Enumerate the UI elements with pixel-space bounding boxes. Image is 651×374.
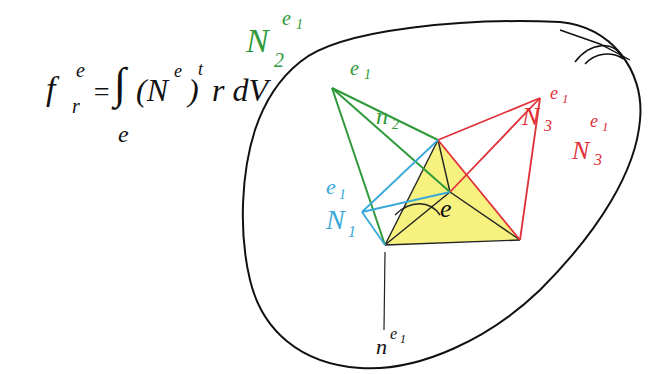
- green-element: [332, 88, 450, 245]
- element-label: e: [326, 176, 336, 198]
- element-label: e: [440, 196, 452, 222]
- element-index: 1: [602, 120, 609, 133]
- node-index: 2: [274, 50, 284, 70]
- sketch-stroke: [560, 30, 630, 60]
- element-fill: [385, 140, 520, 245]
- node-index: 2: [392, 118, 399, 132]
- sketch-curve: [575, 46, 622, 64]
- formula-symbol: ): [188, 74, 199, 106]
- integral-sign: ∫: [114, 62, 126, 106]
- domain-outline: [243, 21, 641, 368]
- node-label: N: [246, 24, 269, 58]
- formula-operator: =: [92, 78, 111, 106]
- blue-element: [362, 140, 450, 245]
- node-label: n: [376, 336, 387, 358]
- node-label: N: [572, 138, 589, 164]
- red-element: [438, 98, 540, 240]
- element-index: 1: [400, 333, 406, 345]
- formula-superscript: t: [198, 60, 203, 78]
- element-superscript: e: [590, 112, 598, 130]
- element-superscript: e: [282, 8, 291, 28]
- node-label: N: [522, 104, 539, 130]
- leader-line: [384, 252, 385, 330]
- element-index: 1: [562, 92, 569, 105]
- node-index: 3: [544, 118, 552, 134]
- shape-function-label: n: [376, 104, 388, 128]
- node-index: 1: [348, 224, 356, 240]
- node-index: 3: [594, 152, 602, 168]
- element-index: 1: [339, 188, 346, 202]
- formula-symbol: f: [46, 72, 55, 106]
- integral-domain: e: [118, 122, 129, 146]
- formula-superscript: e: [174, 62, 182, 80]
- formula-subscript: r: [72, 96, 80, 116]
- element-index: 1: [296, 18, 303, 32]
- formula-superscript: e: [76, 60, 85, 80]
- node-label: N: [326, 206, 345, 234]
- element-label: e: [350, 58, 359, 78]
- formula-symbol: (N: [136, 74, 168, 106]
- element-edges: [385, 140, 520, 245]
- element-superscript: e: [550, 84, 558, 102]
- element-superscript: e: [390, 326, 397, 342]
- formula-symbol: r dV: [212, 74, 268, 106]
- element-index: 1: [364, 68, 371, 82]
